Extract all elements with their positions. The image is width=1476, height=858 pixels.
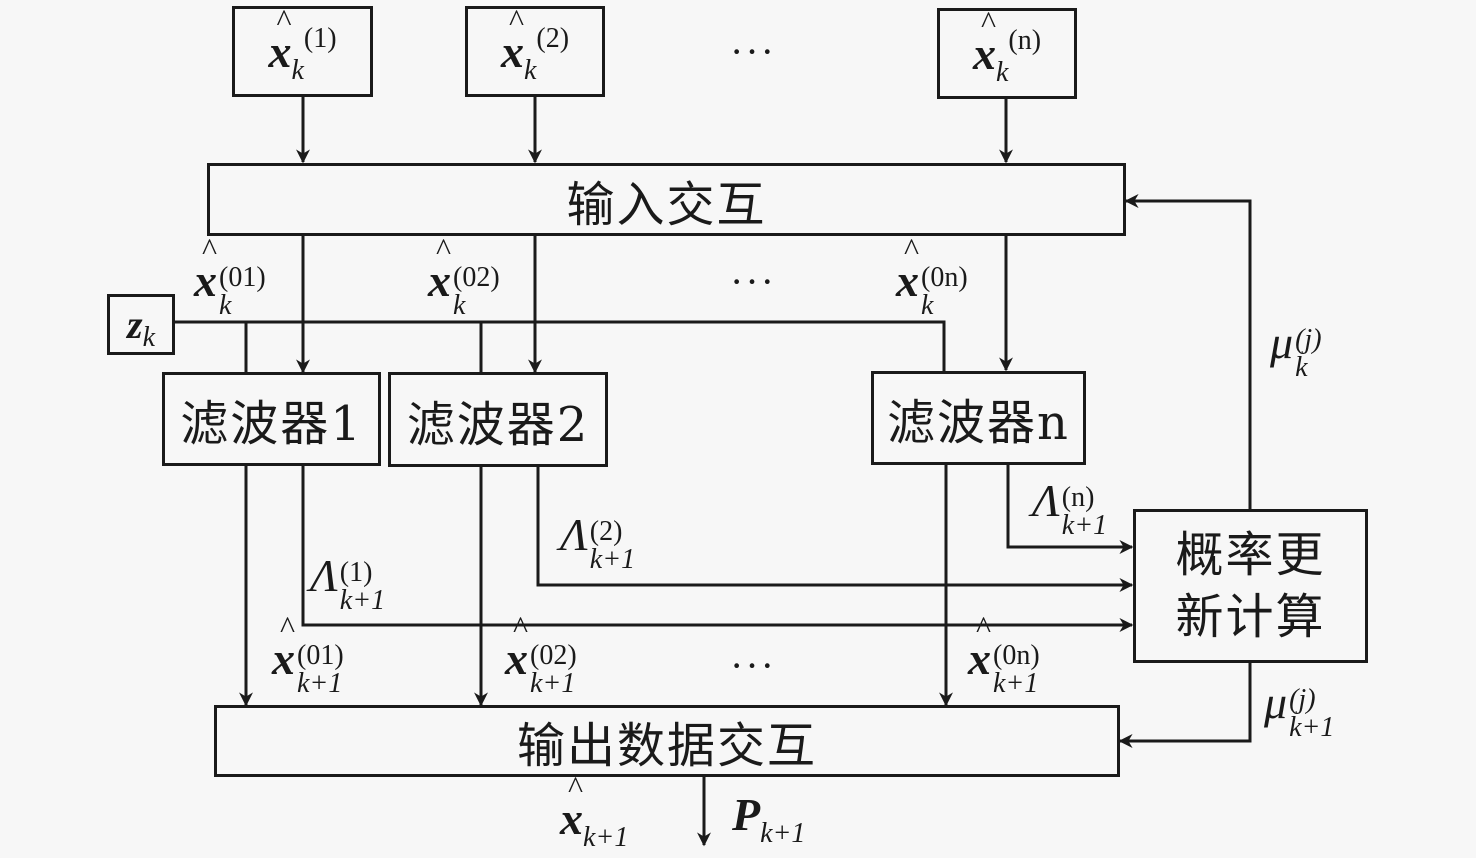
input-box-2: ^xk(2) (465, 1, 605, 97)
arrow-mu-next (1118, 662, 1252, 748)
measurement-box: zk (107, 294, 175, 355)
likelihood-1: Λ(1)k+1 (310, 550, 386, 617)
likelihood-2: Λ(2)k+1 (560, 509, 636, 576)
arrow-likelihood2 (536, 465, 1134, 592)
filtered-state-1: ^x(01)k+1 (272, 609, 344, 700)
measurement-label: zk (126, 301, 155, 353)
filtered-state-n: ^x(0n)k+1 (968, 609, 1040, 700)
arrow-likelihoodn (1006, 464, 1134, 554)
likelihood-n: Λ(n)k+1 (1032, 475, 1108, 542)
output-covariance: Pk+1 (732, 789, 806, 849)
arrow-mu-prev (1124, 194, 1252, 510)
filter-box-1: 滤波器1 (162, 372, 381, 466)
input-state-2: ^xk(2) (500, 1, 570, 86)
input-state-1: ^xk(1) (268, 1, 337, 86)
input-interaction-box: 输入交互 (207, 163, 1126, 236)
input-interaction-label: 输入交互 (566, 176, 767, 233)
filter-label-n: 滤波器n (887, 395, 1070, 451)
filter-label-2: 滤波器2 (406, 396, 590, 453)
ellipsis-mixed: ··· (730, 259, 776, 304)
probability-update-box: 概率更 新计算 (1133, 509, 1368, 663)
arrow-likelihood1 (301, 465, 1134, 632)
output-state: ^xk+1 (560, 769, 629, 853)
input-state-n: ^xk(n) (972, 3, 1042, 88)
probability-update-line2: 新计算 (1175, 589, 1326, 645)
input-box-1: ^xk(1) (232, 1, 373, 97)
mu-prev-label: μ(j)k (1270, 317, 1322, 384)
mixed-state-1: ^x(01)k (194, 231, 266, 322)
output-interaction-box: 输出数据交互 (214, 705, 1120, 777)
mixed-state-2: ^x(02)k (428, 231, 500, 322)
filter-label-1: 滤波器1 (180, 396, 363, 452)
filtered-state-2: ^x(02)k+1 (505, 609, 577, 700)
mu-next-label: μ(j)k+1 (1264, 677, 1335, 744)
filter-box-2: 滤波器2 (388, 372, 608, 467)
input-box-n: ^xk(n) (937, 3, 1077, 99)
mixed-state-n: ^x(0n)k (896, 231, 968, 322)
ellipsis-inputs: ··· (730, 29, 776, 74)
measurement-bus (174, 320, 946, 372)
ellipsis-filtered: ··· (730, 643, 776, 688)
probability-update-line1: 概率更 (1175, 526, 1326, 583)
filter-box-n: 滤波器n (871, 371, 1086, 465)
output-interaction-label: 输出数据交互 (516, 718, 817, 774)
